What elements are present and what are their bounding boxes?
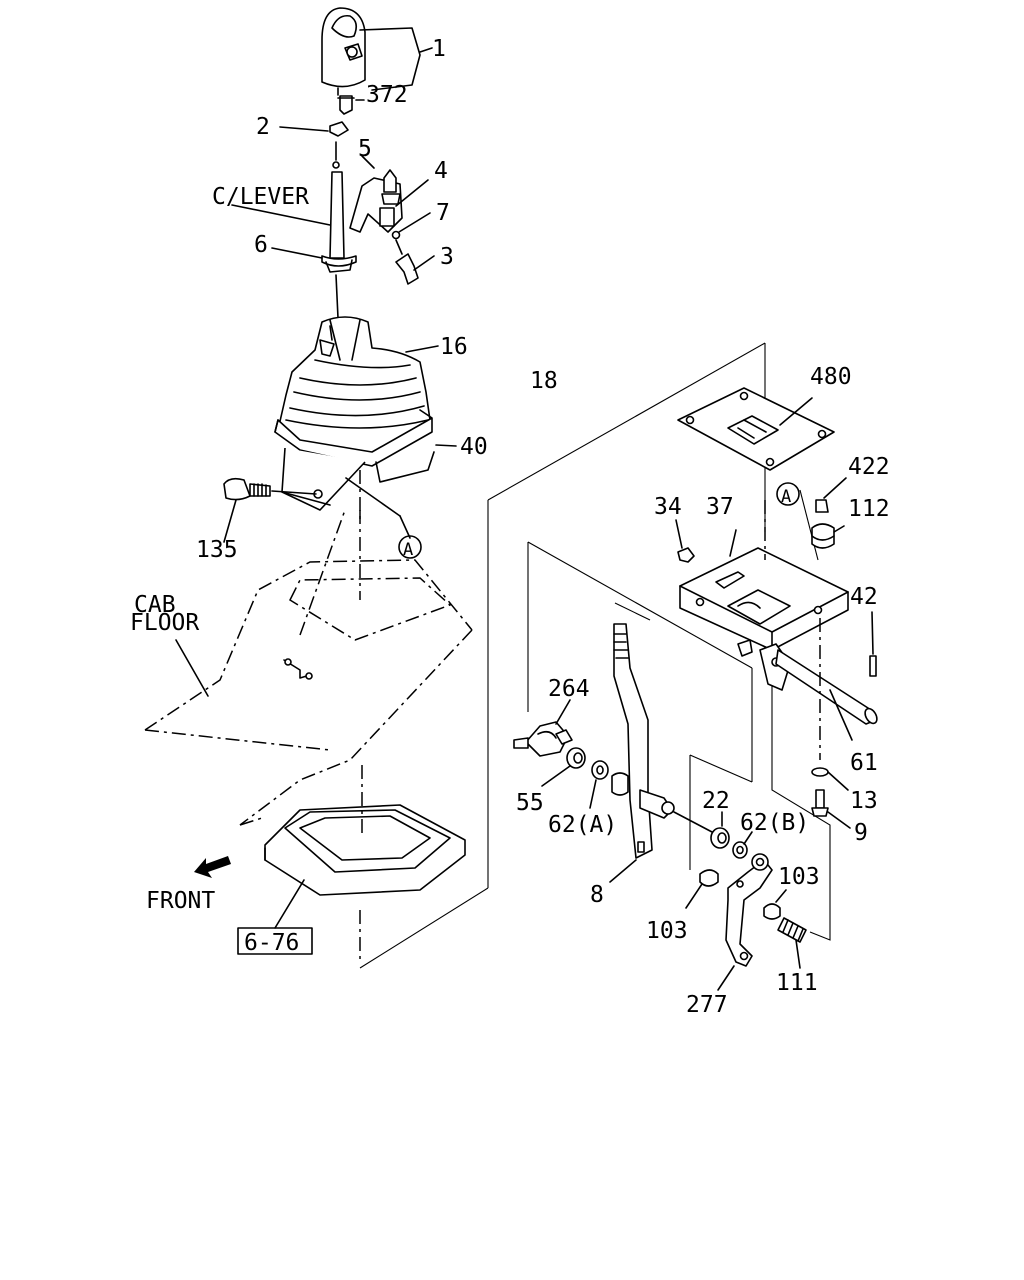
label-part-62a: 62(A) [548,812,617,838]
nut-34 [675,519,695,563]
nut-2 [279,121,349,137]
ref-a-circle-left [398,535,422,559]
mount-bracket [281,447,411,539]
label-part-103-left: 103 [646,918,688,944]
label-cab-floor-line1: CAB [134,592,176,618]
label-part-4: 4 [434,158,448,184]
washer-13 [811,767,849,791]
screw-372 [337,95,365,115]
shift-knob [321,7,366,88]
label-part-9: 9 [854,820,868,846]
clip-3 [395,239,435,285]
bushing-103-left [685,869,719,909]
label-part-8: 8 [590,882,604,908]
label-part-372: 372 [366,82,408,108]
front-arrow-icon [194,856,231,878]
cab-floor-outline [144,509,473,960]
bushing-422 [815,477,847,513]
bushing-55 [541,747,586,787]
label-part-13: 13 [850,788,878,814]
label-part-5: 5 [358,136,372,162]
label-part-264: 264 [548,676,590,702]
label-part-2: 2 [256,114,270,140]
label-part-18: 18 [530,368,558,394]
shaft-61 [775,649,878,741]
gasket-480 [677,387,835,471]
label-part-22: 22 [702,788,730,814]
shift-lever-8 [609,623,675,883]
bolt-135 [223,477,317,543]
washer-62a [589,760,609,809]
pin-42 [869,611,877,677]
label-front: FRONT [146,888,215,914]
housing-37 [679,529,849,651]
grommet-112 [811,523,845,549]
label-part-480: 480 [810,364,852,390]
bushing-22 [710,811,730,849]
ref-box-6-76 [237,927,313,955]
label-part-16: 16 [440,334,468,360]
label-part-1: 1 [432,36,446,62]
label-part-3: 3 [440,244,454,270]
label-part-7: 7 [436,200,450,226]
pivot-264 [513,699,573,757]
bolt-9 [811,789,851,829]
label-ref-a-right: A [781,487,791,507]
bracket-5 [349,155,429,233]
bushing-103-right [763,889,787,920]
label-part-42: 42 [850,584,878,610]
washer-62b [732,831,753,859]
label-part-111: 111 [776,970,818,996]
label-part-55: 55 [516,790,544,816]
label-ref-a-left: A [403,540,413,560]
floor-opening-plate [264,804,466,896]
label-control-lever: C/LEVER [212,184,309,210]
washer-7 [391,212,431,240]
ref-a-circle-right [776,482,800,506]
label-part-277: 277 [686,992,728,1018]
label-part-6: 6 [254,232,268,258]
spring-111 [777,917,807,969]
detail-box-outline [359,342,831,969]
arm-277 [717,853,773,991]
label-part-37: 37 [706,494,734,520]
label-part-40: 40 [460,434,488,460]
rubber-boot-16 [277,316,439,463]
label-ref-6-76: 6-76 [244,930,299,956]
label-part-103-right: 103 [778,864,820,890]
label-part-422: 422 [848,454,890,480]
label-part-62b: 62(B) [740,810,809,836]
control-lever [321,141,357,319]
label-part-61: 61 [850,750,878,776]
label-part-34: 34 [654,494,682,520]
label-part-135: 135 [196,537,238,563]
label-part-112: 112 [848,496,890,522]
label-cab-floor-line2: FLOOR [130,610,199,636]
